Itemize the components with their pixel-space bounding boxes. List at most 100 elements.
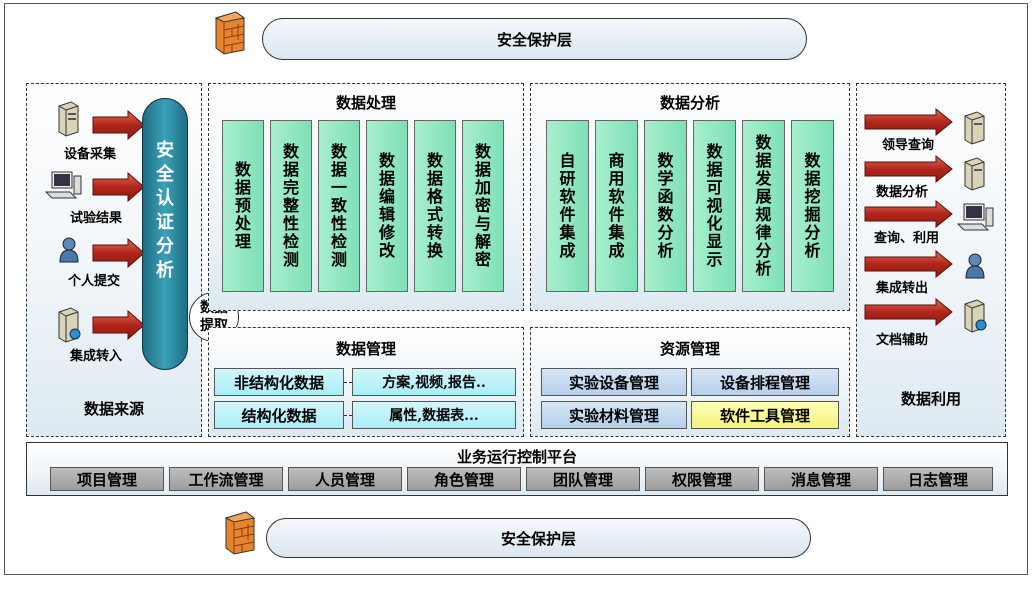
analysis-column: 商用软件集成	[595, 120, 638, 292]
analysis-column-label: 数学函数分析	[657, 151, 674, 260]
server-icon	[56, 100, 80, 138]
resource-item-label: 实验设备管理	[568, 373, 659, 392]
platform-item-label: 团队管理	[552, 470, 613, 489]
data-management-title: 数据管理	[335, 340, 396, 358]
source-item-label: 试验结果	[70, 211, 123, 226]
platform-item: 人员管理	[288, 467, 402, 491]
arrow-right-icon	[864, 250, 953, 278]
platform-item: 角色管理	[407, 467, 521, 491]
diagram-frame	[4, 3, 1028, 575]
security-layer-top-label: 安全保护层	[496, 30, 572, 49]
unstructured-note-label: 方案,视频,报告..	[382, 375, 486, 391]
usage-item-label: 数据分析	[876, 185, 929, 200]
person-icon	[58, 236, 80, 264]
platform-item-label: 工作流管理	[188, 470, 264, 489]
analysis-column: 数据发展规律分析	[742, 120, 785, 292]
usage-item-label: 查询、利用	[874, 231, 940, 246]
security-layer-bottom-label: 安全保护层	[500, 529, 576, 548]
platform-item-label: 消息管理	[790, 470, 851, 489]
computer-icon	[44, 170, 84, 202]
analysis-column: 数学函数分析	[644, 120, 687, 292]
resource-item-label: 软件工具管理	[719, 406, 810, 425]
security-auth-bar: 安全认证分析	[142, 98, 188, 370]
security-auth-label: 安全认证分析	[156, 140, 174, 281]
firewall-icon	[222, 510, 258, 556]
server-globe-icon	[56, 306, 82, 344]
analysis-column-label: 数据挖掘分析	[804, 151, 821, 260]
arrow-right-icon	[864, 108, 953, 136]
data-source-title: 数据来源	[83, 400, 144, 418]
processing-column-label: 数据完整性检测	[283, 142, 300, 269]
server-globe-icon	[962, 298, 988, 334]
resource-item-label: 设备排程管理	[719, 373, 810, 392]
structured-data-box: 结构化数据	[214, 401, 344, 429]
resource-item-label: 实验材料管理	[568, 406, 659, 425]
analysis-column-label: 自研软件集成	[559, 151, 576, 260]
resource-management-title: 资源管理	[659, 340, 720, 358]
usage-item-label: 集成转出	[876, 281, 929, 296]
server-icon	[962, 110, 986, 146]
resource-item-highlight: 软件工具管理	[691, 401, 839, 429]
platform-item: 工作流管理	[169, 467, 283, 491]
firewall-icon	[212, 10, 248, 56]
processing-column-label: 数据预处理	[235, 160, 252, 251]
processing-column: 数据完整性检测	[270, 120, 312, 292]
person-icon	[964, 252, 986, 280]
arrow-right-icon	[864, 298, 953, 326]
resource-item: 设备排程管理	[691, 368, 839, 396]
data-processing-title: 数据处理	[335, 94, 396, 112]
resource-item: 实验材料管理	[541, 401, 687, 429]
platform-item: 日志管理	[883, 467, 993, 491]
platform-item: 消息管理	[764, 467, 878, 491]
connector-line	[344, 415, 352, 416]
computer-icon	[956, 202, 996, 234]
processing-column-label: 数据一致性检测	[331, 142, 348, 269]
processing-column: 数据编辑修改	[366, 120, 408, 292]
platform-item: 权限管理	[645, 467, 759, 491]
platform-title: 业务运行控制平台	[456, 448, 577, 466]
platform-item-label: 人员管理	[314, 470, 375, 489]
processing-column-label: 数据格式转换	[427, 151, 444, 260]
structured-note-label: 属性,数据表...	[389, 408, 479, 424]
structured-note-box: 属性,数据表...	[352, 401, 516, 429]
processing-column: 数据加密与解密	[462, 120, 504, 292]
connector-line	[344, 382, 352, 383]
processing-column-label: 数据加密与解密	[475, 142, 492, 269]
security-layer-bottom: 安全保护层	[266, 518, 811, 558]
resource-item: 实验设备管理	[541, 368, 687, 396]
arrow-right-icon	[92, 172, 145, 202]
source-item-label: 集成转入	[70, 349, 123, 364]
platform-item-label: 项目管理	[76, 470, 137, 489]
platform-item: 项目管理	[50, 467, 164, 491]
arrow-right-icon	[92, 310, 145, 340]
analysis-column-label: 商用软件集成	[608, 151, 625, 260]
analysis-column-label: 数据可视化显示	[706, 142, 723, 269]
platform-item-label: 日志管理	[907, 470, 968, 489]
processing-column: 数据预处理	[222, 120, 264, 292]
processing-column: 数据格式转换	[414, 120, 456, 292]
platform-item-label: 权限管理	[671, 470, 732, 489]
analysis-column: 数据挖掘分析	[791, 120, 834, 292]
source-item-label: 设备采集	[64, 147, 117, 162]
analysis-column: 数据可视化显示	[693, 120, 736, 292]
arrow-right-icon	[92, 110, 145, 140]
structured-data-label: 结构化数据	[241, 406, 317, 425]
platform-item: 团队管理	[526, 467, 640, 491]
arrow-right-icon	[864, 155, 953, 183]
arrow-right-icon	[92, 238, 145, 268]
unstructured-data-box: 非结构化数据	[214, 368, 344, 396]
processing-column-label: 数据编辑修改	[379, 151, 396, 260]
server-icon	[962, 156, 986, 192]
analysis-column-label: 数据发展规律分析	[755, 133, 772, 278]
usage-item-label: 领导查询	[882, 138, 935, 153]
data-usage-title: 数据利用	[900, 390, 961, 408]
source-item-label: 个人提交	[68, 274, 121, 289]
data-analysis-title: 数据分析	[659, 94, 720, 112]
usage-item-label: 文档辅助	[876, 333, 929, 348]
security-layer-top: 安全保护层	[262, 18, 807, 60]
arrow-right-icon	[864, 200, 953, 228]
platform-item-label: 角色管理	[433, 470, 494, 489]
analysis-column: 自研软件集成	[546, 120, 589, 292]
processing-column: 数据一致性检测	[318, 120, 360, 292]
unstructured-note-box: 方案,视频,报告..	[352, 368, 516, 396]
